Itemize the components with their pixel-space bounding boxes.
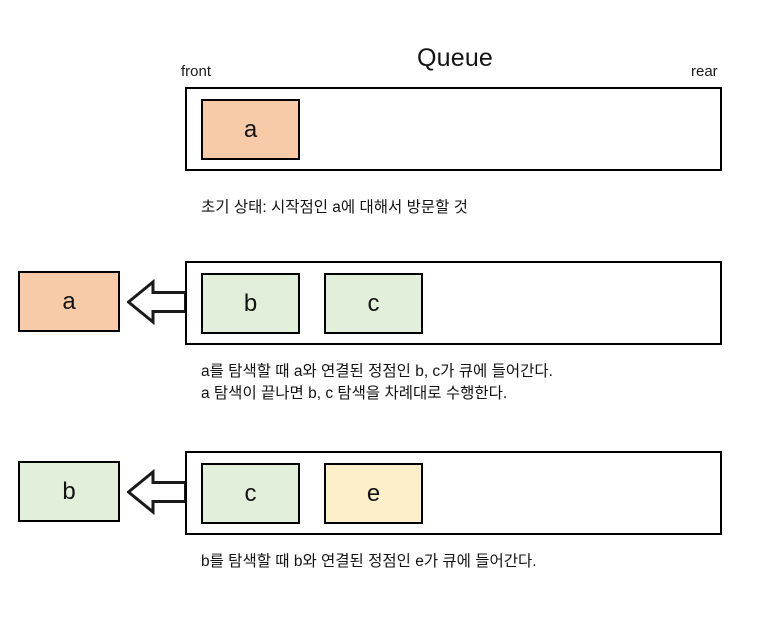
dequeued-node: a <box>18 271 120 332</box>
queue-cell: c <box>201 463 300 524</box>
queue-container-step-3: c e <box>185 451 722 535</box>
page-title: Queue <box>416 44 494 72</box>
queue-cell: a <box>201 99 300 160</box>
queue-cell: c <box>324 273 423 334</box>
queue-cell: e <box>324 463 423 524</box>
step-caption: 초기 상태: 시작점인 a에 대해서 방문할 것 <box>201 199 468 216</box>
queue-container-step-1: a <box>185 87 722 171</box>
queue-rear-label: rear <box>691 63 718 80</box>
step-caption: a를 탐색할 때 a와 연결된 정점인 b, c가 큐에 들어간다. a 탐색이… <box>201 363 553 402</box>
dequeued-node: b <box>18 461 120 522</box>
queue-front-label: front <box>181 63 212 80</box>
step-caption: b를 탐색할 때 b와 연결된 정점인 e가 큐에 들어간다. <box>201 553 537 570</box>
left-block-arrow-icon <box>127 279 187 325</box>
left-block-arrow-icon <box>127 469 187 515</box>
queue-container-step-2: b c <box>185 261 722 345</box>
queue-cell: b <box>201 273 300 334</box>
